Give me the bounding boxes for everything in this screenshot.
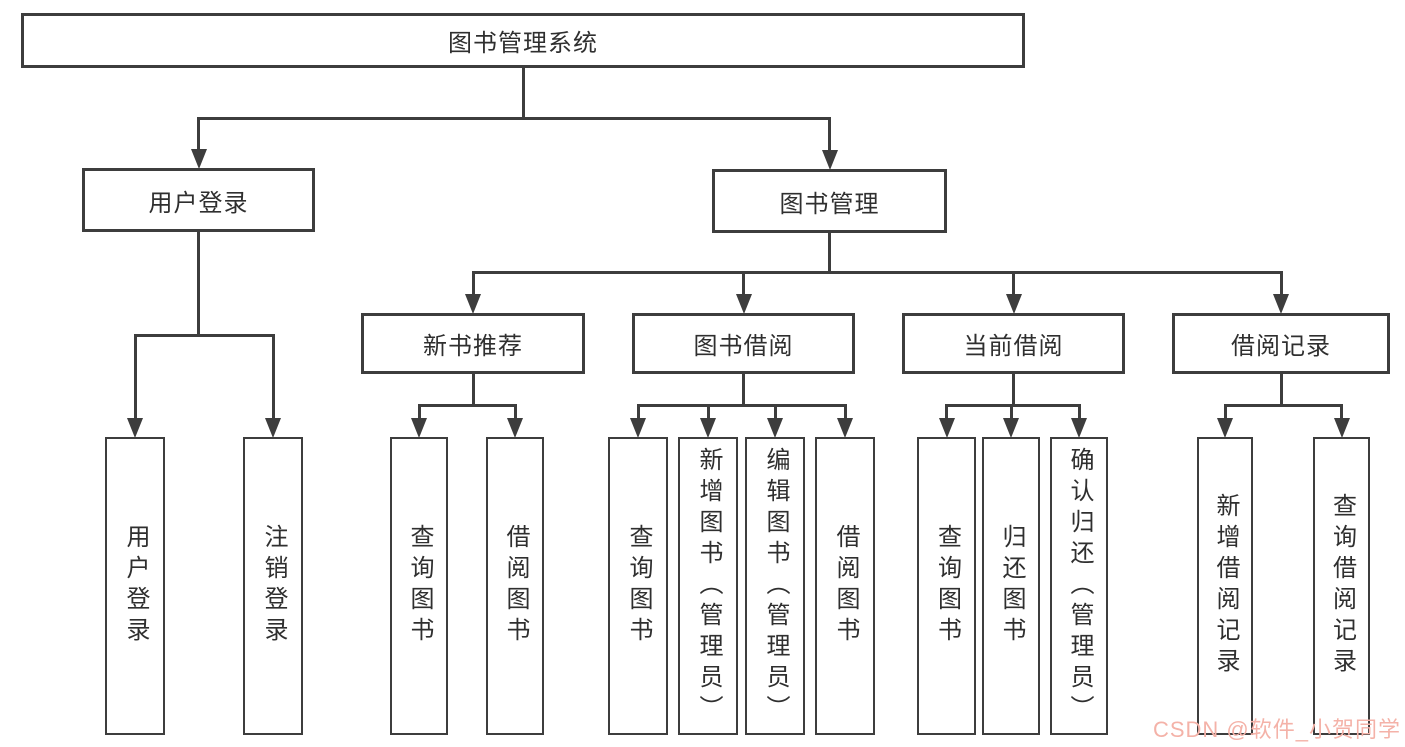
node-new-book-recommend: 新书推荐 bbox=[361, 313, 585, 374]
connector-line bbox=[636, 405, 640, 421]
connector-line bbox=[1279, 374, 1283, 407]
node-label: 借阅图书 bbox=[832, 524, 859, 648]
node-current-borrowing: 当前借阅 bbox=[902, 313, 1125, 374]
connector-line bbox=[828, 233, 831, 274]
node-label: 借阅记录 bbox=[1231, 333, 1331, 360]
node-leaf-edit-books: 编辑图书（管理员） bbox=[745, 437, 805, 735]
arrow-down-icon bbox=[821, 150, 838, 170]
connector-line bbox=[133, 333, 275, 337]
connector-line bbox=[471, 270, 1283, 274]
node-label: 查询借阅记录 bbox=[1328, 493, 1356, 679]
connector-line bbox=[417, 403, 517, 407]
arrow-down-icon bbox=[465, 294, 481, 314]
node-leaf-query-borrow-record: 查询借阅记录 bbox=[1313, 437, 1370, 735]
node-label: 注销登录 bbox=[260, 524, 287, 648]
arrow-down-icon bbox=[837, 418, 853, 438]
connector-line bbox=[1012, 374, 1015, 407]
connector-line bbox=[1223, 403, 1343, 407]
node-leaf-borrow-books-1: 借阅图书 bbox=[486, 437, 544, 735]
arrow-down-icon bbox=[767, 418, 783, 438]
connector-line bbox=[742, 374, 745, 407]
connector-line bbox=[513, 405, 517, 421]
connector-line bbox=[521, 68, 525, 120]
node-borrowing-records: 借阅记录 bbox=[1172, 313, 1390, 374]
connector-line bbox=[706, 405, 710, 421]
node-book-management: 图书管理 bbox=[712, 169, 947, 233]
connector-line bbox=[1340, 405, 1343, 421]
connector-line bbox=[197, 232, 200, 337]
connector-line bbox=[773, 405, 777, 421]
arrow-down-icon bbox=[1005, 294, 1022, 314]
node-label: 用户登录 bbox=[148, 189, 249, 217]
node-leaf-logout: 注销登录 bbox=[243, 437, 303, 735]
arrow-down-icon bbox=[411, 418, 427, 438]
connector-line bbox=[945, 403, 1081, 407]
node-label: 新增借阅记录 bbox=[1212, 493, 1239, 679]
connector-line bbox=[742, 272, 745, 297]
node-label: 新书推荐 bbox=[423, 333, 523, 360]
node-label: 用户登录 bbox=[122, 524, 149, 648]
arrow-down-icon bbox=[1273, 294, 1289, 314]
connector-line bbox=[1077, 405, 1081, 421]
node-label: 当前借阅 bbox=[963, 333, 1064, 360]
node-label: 归还图书 bbox=[998, 524, 1025, 648]
node-label: 确认归还（管理员） bbox=[1066, 446, 1093, 726]
node-leaf-query-books-3: 查询图书 bbox=[917, 437, 976, 735]
arrow-down-icon bbox=[1003, 418, 1019, 438]
arrow-down-icon bbox=[938, 418, 955, 438]
arrow-down-icon bbox=[630, 418, 646, 438]
node-label: 查询图书 bbox=[406, 524, 433, 648]
connector-line bbox=[945, 405, 948, 421]
arrow-down-icon bbox=[1071, 418, 1087, 438]
node-label: 查询图书 bbox=[625, 524, 652, 648]
connector-line bbox=[843, 405, 847, 421]
connector-line bbox=[471, 374, 475, 407]
node-leaf-confirm-return: 确认归还（管理员） bbox=[1050, 437, 1108, 735]
connector-line bbox=[417, 405, 421, 421]
node-leaf-query-books-1: 查询图书 bbox=[390, 437, 448, 735]
arrow-down-icon bbox=[1333, 418, 1350, 438]
node-leaf-return-books: 归还图书 bbox=[982, 437, 1040, 735]
node-leaf-user-login: 用户登录 bbox=[105, 437, 165, 735]
watermark: CSDN @软件_小贺同学 bbox=[1152, 717, 1401, 742]
arrow-down-icon bbox=[190, 149, 207, 169]
node-book-borrowing: 图书借阅 bbox=[632, 313, 855, 374]
arrow-down-icon bbox=[127, 418, 143, 438]
node-leaf-add-borrow-record: 新增借阅记录 bbox=[1197, 437, 1253, 735]
connector-line bbox=[1223, 405, 1227, 421]
node-user-login: 用户登录 bbox=[82, 168, 315, 232]
node-label: 图书管理 bbox=[779, 190, 880, 218]
node-label: 图书借阅 bbox=[693, 333, 794, 360]
connector-line bbox=[828, 118, 831, 153]
connector-line bbox=[133, 335, 137, 421]
connector-line bbox=[1009, 405, 1013, 421]
connector-line bbox=[471, 272, 475, 297]
connector-line bbox=[197, 116, 831, 120]
connector-line bbox=[636, 403, 847, 407]
arrow-down-icon bbox=[700, 418, 716, 438]
node-label: 图书管理系统 bbox=[448, 30, 598, 57]
node-leaf-query-books-2: 查询图书 bbox=[608, 437, 668, 735]
connector-line bbox=[1012, 272, 1015, 297]
connector-line bbox=[271, 335, 275, 421]
node-label: 查询图书 bbox=[933, 524, 961, 648]
arrow-down-icon bbox=[1217, 418, 1233, 438]
arrow-down-icon bbox=[735, 294, 752, 314]
node-leaf-borrow-books-2: 借阅图书 bbox=[815, 437, 875, 735]
node-leaf-add-books: 新增图书（管理员） bbox=[678, 437, 738, 735]
connector-line bbox=[1279, 272, 1283, 297]
node-root: 图书管理系统 bbox=[21, 13, 1025, 68]
node-label: 编辑图书（管理员） bbox=[762, 446, 789, 726]
node-label: 新增图书（管理员） bbox=[695, 446, 722, 726]
connector-line bbox=[197, 118, 200, 152]
node-label: 借阅图书 bbox=[502, 524, 529, 648]
arrow-down-icon bbox=[265, 418, 281, 438]
arrow-down-icon bbox=[507, 418, 523, 438]
